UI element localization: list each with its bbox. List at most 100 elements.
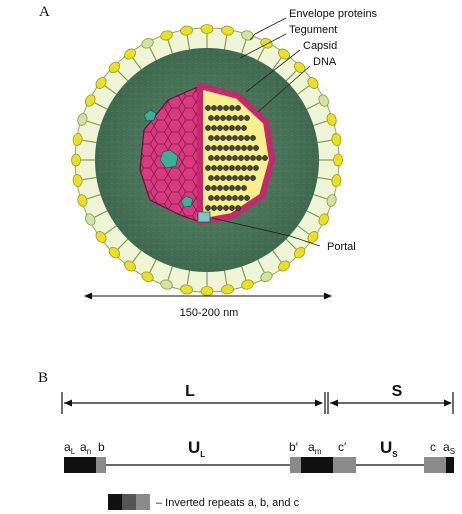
- legend: [108, 494, 150, 510]
- dna-strand-bead: [214, 195, 220, 201]
- envelope-glycoprotein: [85, 94, 96, 107]
- envelope-glycoprotein: [241, 279, 254, 290]
- dna-strand-bead: [223, 205, 229, 211]
- dna-strand-bead: [220, 155, 226, 161]
- seg-b: b: [98, 440, 105, 454]
- dna-strand-bead: [220, 115, 226, 121]
- dna-strand-bead: [241, 185, 247, 191]
- envelope-glycoprotein: [278, 260, 290, 272]
- envelope-glycoprotein: [141, 271, 154, 282]
- scale-bar: [84, 292, 332, 300]
- dna-strand-bead: [211, 165, 217, 171]
- spike-stalk: [186, 35, 191, 50]
- label-capsid: Capsid: [303, 40, 337, 52]
- envelope-glycoprotein: [180, 25, 193, 36]
- label-dna: DNA: [313, 56, 337, 68]
- envelope-glycoprotein: [200, 286, 214, 296]
- spike-stalk: [117, 70, 129, 82]
- spike-stalk: [82, 139, 97, 144]
- dna-strand-bead: [238, 155, 244, 161]
- dna-strand-bead: [238, 175, 244, 181]
- dna-strand-bead: [211, 205, 217, 211]
- seg-aL: aL: [64, 440, 76, 456]
- dna-strand-bead: [214, 115, 220, 121]
- region-l-bracket: [61, 392, 323, 414]
- dna-strand-bead: [247, 165, 253, 171]
- spike-stalk: [104, 85, 117, 95]
- envelope-glycoprotein: [331, 174, 342, 187]
- dna-strand-bead: [253, 145, 259, 151]
- dna-strand-bead: [226, 115, 232, 121]
- dna-strand-bead: [238, 135, 244, 141]
- dna-strand-bead: [229, 125, 235, 131]
- envelope-glycoprotein: [71, 153, 81, 167]
- dna-strand-bead: [223, 125, 229, 131]
- envelope-glycoprotein: [318, 94, 329, 107]
- dna-strand-bead: [223, 185, 229, 191]
- spike-stalk: [257, 259, 265, 273]
- label-tegument: Tegument: [289, 24, 337, 36]
- dna-strand-bead: [205, 105, 211, 111]
- dna-strand-bead: [232, 115, 238, 121]
- envelope-glycoprotein: [108, 61, 121, 74]
- portal-complex: [197, 211, 211, 223]
- dna-strand-bead: [250, 135, 256, 141]
- dna-strand-bead: [205, 185, 211, 191]
- label-portal: Portal: [327, 241, 356, 253]
- capsid-penton: [180, 195, 194, 208]
- dna-strand-bead: [241, 125, 247, 131]
- dna-strand-bead: [211, 105, 217, 111]
- dna-strand-bead: [217, 145, 223, 151]
- dna-strand-bead: [235, 145, 241, 151]
- envelope-glycoprotein: [307, 77, 319, 89]
- dna-strand-bead: [223, 105, 229, 111]
- legend-swatch-c: [136, 494, 150, 510]
- envelope-glycoprotein: [95, 231, 107, 243]
- repeat-b-block: [96, 457, 106, 473]
- spike-stalk: [317, 139, 332, 144]
- dna-strand-bead: [250, 155, 256, 161]
- spike-stalk: [272, 250, 282, 263]
- seg-aS: aS: [443, 440, 455, 456]
- spike-stalk: [132, 57, 142, 70]
- spike-stalk: [313, 194, 328, 200]
- spike-stalk: [132, 250, 142, 263]
- envelope-glycoprotein: [333, 153, 343, 167]
- dna-strand-bead: [217, 205, 223, 211]
- dna-strand-bead: [241, 145, 247, 151]
- spike-stalk: [94, 102, 108, 110]
- dna-strand-bead: [229, 205, 235, 211]
- seg-US: US: [380, 438, 398, 459]
- dna-strand-bead: [208, 115, 214, 121]
- envelope-glycoprotein: [95, 77, 107, 89]
- dna-strand-bead: [229, 165, 235, 171]
- spike-stalk: [117, 238, 129, 250]
- region-s-label: S: [392, 383, 403, 400]
- dna-strand-bead: [235, 125, 241, 131]
- spike-stalk: [257, 47, 265, 61]
- capsid-penton: [159, 149, 179, 169]
- dna-strand-bead: [238, 195, 244, 201]
- spike-stalk: [149, 259, 157, 273]
- dna-strand-bead: [214, 135, 220, 141]
- spike-stalk: [241, 266, 247, 281]
- dna-strand-bead: [232, 195, 238, 201]
- spike-stalk: [272, 57, 282, 70]
- spike-stalk: [223, 270, 228, 285]
- dna-strand-bead: [244, 155, 250, 161]
- dna-strand-bead: [220, 195, 226, 201]
- dna-strand-bead: [232, 175, 238, 181]
- dna-strand-bead: [229, 145, 235, 151]
- envelope-glycoprotein: [180, 284, 193, 295]
- spike-stalk: [306, 102, 320, 110]
- envelope-glycoprotein: [278, 48, 290, 60]
- spike-stalk: [186, 270, 191, 285]
- genome-map: [64, 457, 454, 473]
- envelope-glycoprotein: [77, 194, 88, 207]
- spike-stalk: [313, 120, 328, 126]
- repeat-am-block: [301, 457, 333, 473]
- seg-cprime: c′: [338, 440, 347, 454]
- envelope-glycoprotein: [72, 133, 83, 146]
- spike-stalk: [94, 210, 108, 218]
- dna-strand-bead: [232, 155, 238, 161]
